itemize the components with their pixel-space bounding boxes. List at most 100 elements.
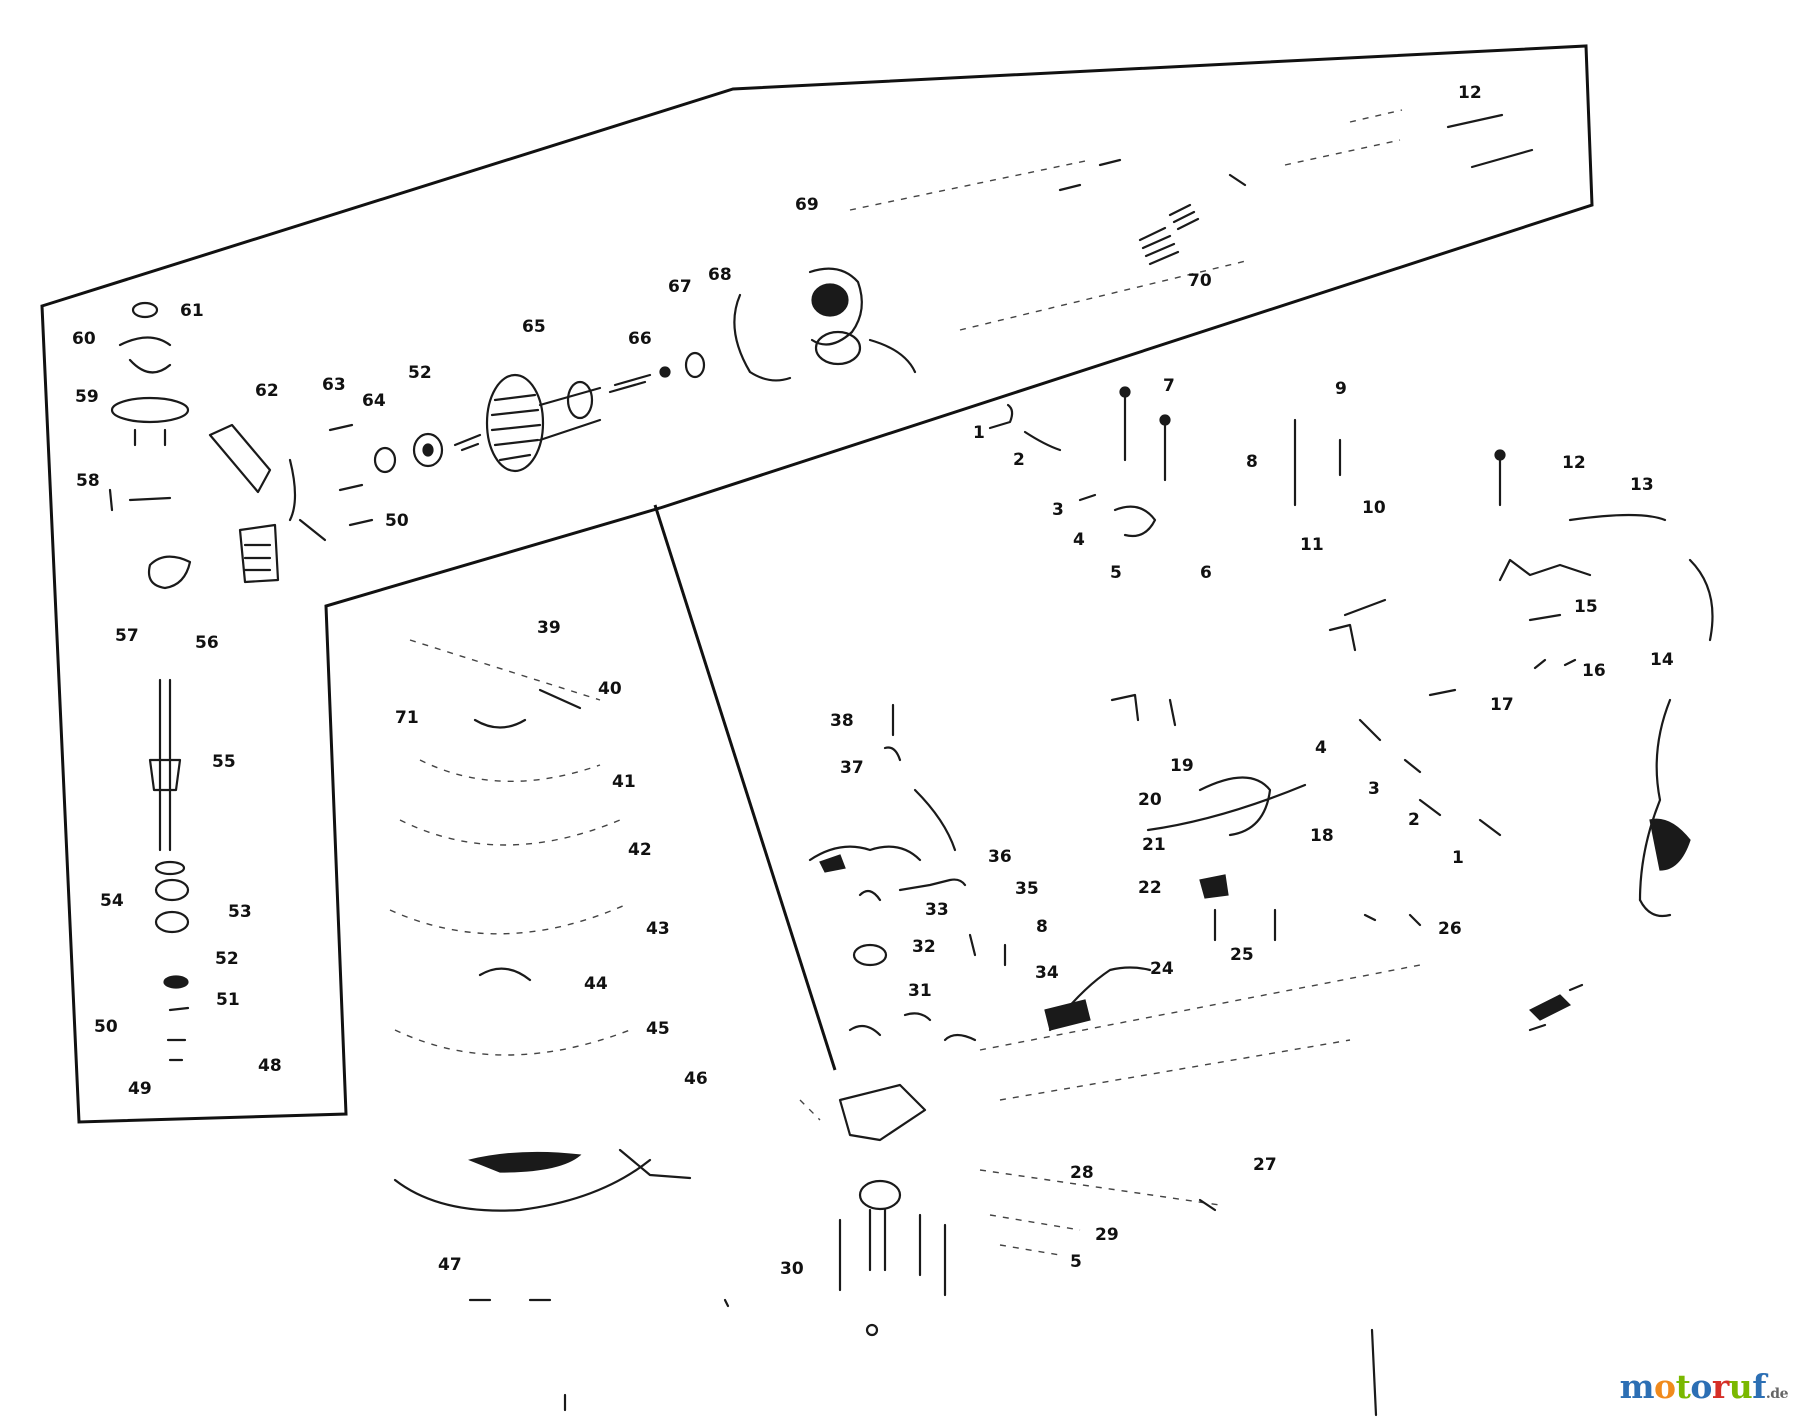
callout-4: 4	[1073, 530, 1085, 550]
callout-19: 19	[1170, 756, 1194, 776]
stray-marks	[563, 1298, 1378, 1417]
callout-3: 3	[1052, 500, 1064, 520]
callout-39: 39	[537, 618, 561, 638]
watermark-letter: u	[1728, 1367, 1753, 1406]
part-spindle-55	[147, 555, 192, 1062]
part-shaft-69	[849, 158, 1251, 331]
callout-26: 26	[1438, 919, 1462, 939]
callout-28: 28	[1070, 1163, 1094, 1183]
callout-27: 27	[1253, 1155, 1277, 1175]
callout-49: 49	[128, 1079, 152, 1099]
callout-29: 29	[1095, 1225, 1119, 1245]
callout-2b: 2	[1408, 810, 1420, 830]
watermark-letter: m	[1619, 1367, 1655, 1406]
callout-63: 63	[322, 375, 346, 395]
part-cluster-31-38	[808, 703, 1007, 1042]
watermark-letter: t	[1675, 1367, 1691, 1406]
part-screws-25	[1213, 908, 1277, 942]
callout-6: 6	[1200, 563, 1212, 583]
part-shaft-top-right	[1284, 109, 1534, 169]
callout-31: 31	[908, 981, 932, 1001]
motoruf-watermark-logo: motoruf.de	[1619, 1367, 1789, 1406]
upper-inset-frame	[40, 44, 1594, 1124]
callout-40: 40	[598, 679, 622, 699]
divider-line	[653, 504, 837, 1071]
callout-58: 58	[76, 471, 100, 491]
callout-5b: 5	[1070, 1252, 1082, 1272]
callout-5: 5	[1110, 563, 1122, 583]
callout-65: 65	[522, 317, 546, 337]
callout-54: 54	[100, 891, 124, 911]
callout-62: 62	[255, 381, 279, 401]
watermark-suffix: .de	[1765, 1386, 1789, 1402]
part-bolts-7-9	[1119, 386, 1506, 507]
part-washers-66-67	[608, 351, 706, 394]
callout-68: 68	[708, 265, 732, 285]
callout-12: 12	[1562, 453, 1586, 473]
callout-48: 48	[258, 1056, 282, 1076]
part-small-15-17	[1428, 613, 1577, 697]
part-clip-26	[1363, 913, 1422, 927]
callout-25: 25	[1230, 945, 1254, 965]
callout-52: 52	[215, 949, 239, 969]
callout-46: 46	[684, 1069, 708, 1089]
callout-1: 1	[973, 423, 985, 443]
callout-16: 16	[1582, 661, 1606, 681]
part-impeller-65	[485, 373, 602, 473]
callout-33: 33	[925, 900, 949, 920]
callout-56: 56	[195, 633, 219, 653]
callout-18: 18	[1310, 826, 1334, 846]
callout-12-top: 12	[1458, 83, 1482, 103]
callout-36: 36	[988, 847, 1012, 867]
callout-35: 35	[1015, 879, 1039, 899]
callout-13: 13	[1630, 475, 1654, 495]
callout-59: 59	[75, 387, 99, 407]
callout-21: 21	[1142, 835, 1166, 855]
callout-32: 32	[912, 937, 936, 957]
callout-45: 45	[646, 1019, 670, 1039]
watermark-letter: o	[1690, 1367, 1712, 1406]
part-bracket-3-4	[1078, 493, 1157, 538]
callout-3b: 3	[1368, 779, 1380, 799]
callout-38: 38	[830, 711, 854, 731]
callout-7: 7	[1163, 376, 1175, 396]
callout-51: 51	[216, 990, 240, 1010]
part-bracket-62	[208, 423, 397, 584]
callout-8: 8	[1246, 452, 1258, 472]
part-lever-1	[988, 403, 1062, 452]
watermark-letter: f	[1752, 1367, 1766, 1406]
part-spring-70	[1138, 203, 1200, 266]
callout-15: 15	[1574, 597, 1598, 617]
watermark-letter: r	[1711, 1367, 1729, 1406]
part-housing-68	[733, 267, 917, 382]
callout-50-upper: 50	[385, 511, 409, 531]
callout-42: 42	[628, 840, 652, 860]
part-frame-13-14	[1498, 513, 1714, 918]
callout-43: 43	[646, 919, 670, 939]
callout-labels: 12 69 70 67 68 65 66 61 60 59 62 63 64 5…	[72, 83, 1674, 1279]
callout-41: 41	[612, 772, 636, 792]
callout-34: 34	[1035, 963, 1059, 983]
callout-64: 64	[362, 391, 386, 411]
callout-60: 60	[72, 329, 96, 349]
callout-14: 14	[1650, 650, 1674, 670]
callout-67: 67	[668, 277, 692, 297]
callout-50: 50	[94, 1017, 118, 1037]
callout-69: 69	[795, 195, 819, 215]
callout-57: 57	[115, 626, 139, 646]
callout-22: 22	[1138, 878, 1162, 898]
callout-30: 30	[780, 1259, 804, 1279]
watermark-letter: o	[1654, 1367, 1676, 1406]
part-arm-24	[979, 964, 1421, 1101]
callout-66: 66	[628, 329, 652, 349]
callout-37: 37	[840, 758, 864, 778]
part-bolts-30	[799, 1083, 947, 1337]
callout-2: 2	[1013, 450, 1025, 470]
callout-20: 20	[1138, 790, 1162, 810]
callout-11: 11	[1300, 535, 1324, 555]
callout-47: 47	[438, 1255, 462, 1275]
callout-70: 70	[1188, 271, 1212, 291]
callout-55: 55	[212, 752, 236, 772]
